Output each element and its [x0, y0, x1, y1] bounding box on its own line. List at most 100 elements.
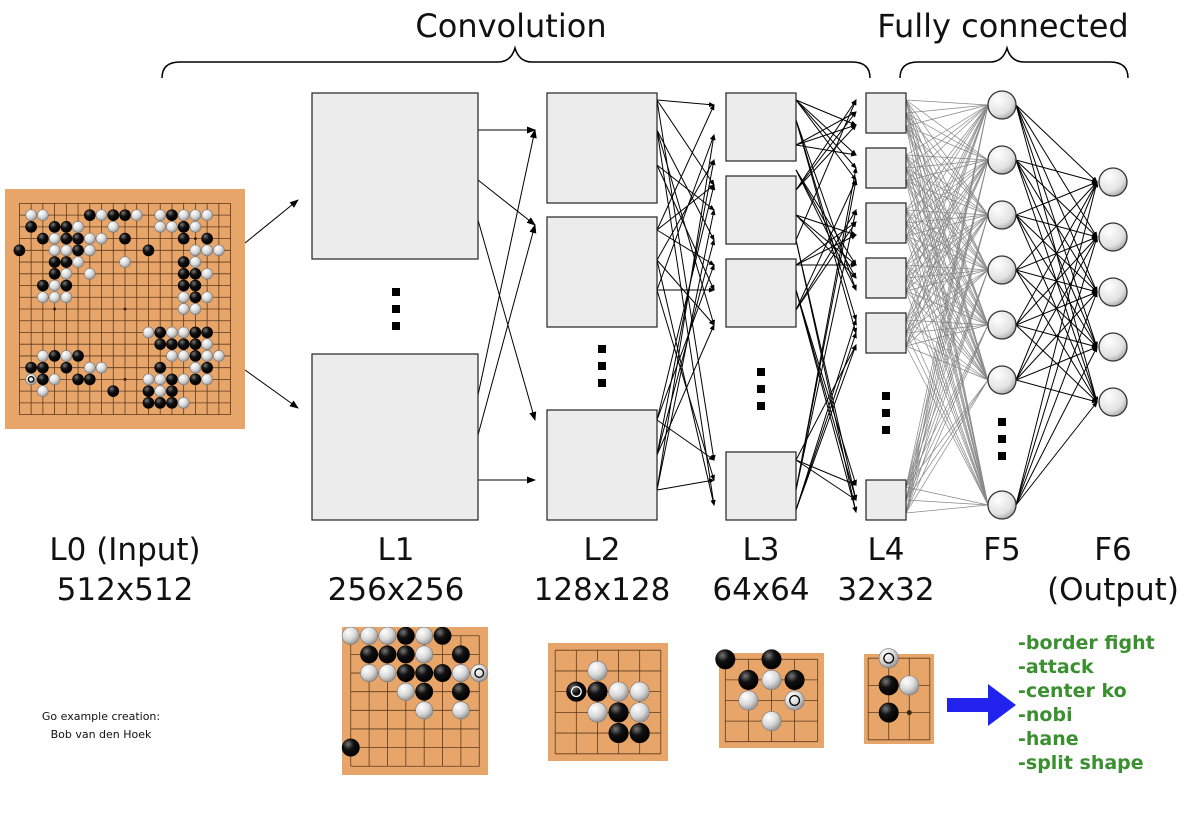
- fc-connection: [1015, 346, 1098, 506]
- feature-item: -border fight: [1018, 632, 1155, 654]
- white-stone: [166, 326, 178, 339]
- black-stone: [48, 267, 61, 280]
- conv-connection: [795, 344, 857, 511]
- fc-connection: [905, 324, 989, 501]
- l1-feature-map: [311, 353, 479, 521]
- white-stone: [451, 701, 470, 720]
- white-stone: [166, 350, 178, 362]
- fc-connection: [905, 290, 989, 506]
- fc-connection: [905, 486, 989, 506]
- last-move-marker: [789, 695, 801, 706]
- white-stone: [378, 626, 397, 645]
- layer-f6-name: F6: [1094, 532, 1132, 568]
- black-stone: [189, 350, 202, 362]
- fc-connection: [1015, 181, 1098, 326]
- fc-connection: [1015, 401, 1098, 506]
- fully-connected-brace: [899, 45, 1129, 79]
- white-stone: [470, 664, 489, 682]
- fc-connection: [905, 269, 989, 501]
- last-move-marker: [883, 652, 895, 664]
- black-stone: [451, 645, 470, 664]
- conv-connection: [656, 129, 715, 241]
- white-stone: [166, 221, 178, 233]
- fc-connection: [905, 104, 989, 266]
- conv-connection: [795, 169, 857, 266]
- fc-connection: [905, 214, 989, 347]
- f6-neuron: [1098, 332, 1128, 362]
- black-stone: [107, 209, 120, 221]
- white-stone: [48, 232, 61, 245]
- white-stone: [341, 626, 360, 645]
- conv-connection: [795, 99, 857, 181]
- white-stone: [177, 291, 190, 304]
- black-stone: [433, 664, 452, 682]
- white-stone: [587, 660, 608, 681]
- black-stone: [177, 267, 190, 280]
- conv-connection: [795, 332, 857, 511]
- conv-connection: [656, 99, 716, 461]
- black-stone: [60, 279, 73, 292]
- black-stone: [189, 267, 202, 280]
- fc-connection: [905, 104, 989, 114]
- fc-connection: [905, 159, 989, 347]
- black-stone: [119, 209, 131, 221]
- fc-connection: [1015, 181, 1098, 271]
- layer-f6-size: (Output): [1047, 572, 1179, 608]
- f6-neuron: [1098, 387, 1128, 417]
- black-stone: [154, 361, 167, 374]
- conv-connection: [477, 129, 537, 396]
- l3-ellipsis-dot: [757, 402, 765, 410]
- white-stone: [83, 267, 96, 280]
- l4-feature-map: [865, 147, 907, 189]
- l2-ellipsis-dot: [598, 362, 606, 370]
- black-stone: [784, 669, 805, 690]
- white-stone: [25, 373, 37, 386]
- white-stone: [37, 350, 49, 362]
- go-board-examples: [5, 189, 934, 775]
- white-stone: [177, 303, 190, 315]
- fc-connection: [1015, 181, 1098, 381]
- credit-line-1: Go example creation:: [42, 710, 160, 723]
- black-stone: [566, 681, 587, 702]
- f5-neuron: [987, 365, 1017, 395]
- conv-connection: [795, 459, 857, 486]
- white-stone: [784, 690, 805, 711]
- board-star-point: [53, 307, 57, 311]
- black-stone: [72, 373, 84, 386]
- black-stone: [189, 291, 202, 304]
- black-stone: [878, 702, 899, 723]
- black-stone: [177, 256, 190, 268]
- white-stone: [201, 244, 213, 257]
- white-stone: [189, 221, 202, 233]
- black-stone: [177, 338, 190, 351]
- black-stone: [396, 664, 415, 682]
- black-stone: [629, 723, 650, 744]
- f6-neuron: [1098, 167, 1128, 197]
- l4-feature-map: [865, 312, 907, 354]
- black-stone: [72, 244, 84, 257]
- black-stone: [83, 209, 96, 221]
- white-stone: [177, 209, 190, 221]
- l4-feature-map: [865, 202, 907, 244]
- conv-connection: [244, 369, 299, 409]
- black-stone: [189, 338, 202, 351]
- white-stone: [189, 256, 202, 268]
- black-stone: [166, 385, 178, 397]
- fc-connection: [905, 379, 989, 514]
- black-stone: [177, 221, 190, 233]
- fc-connection: [1015, 159, 1098, 184]
- fc-connection: [905, 104, 989, 501]
- last-move-marker: [474, 668, 485, 679]
- l2-feature-map: [546, 216, 658, 328]
- fc-connection: [905, 180, 989, 506]
- black-stone: [360, 645, 379, 664]
- black-stone: [60, 361, 73, 374]
- white-stone: [177, 326, 190, 339]
- white-stone: [142, 373, 155, 386]
- l4-go-board: [864, 648, 934, 744]
- conv-connection: [656, 134, 716, 491]
- conv-connection: [656, 164, 715, 211]
- white-stone: [83, 361, 96, 374]
- conv-connection: [795, 99, 857, 241]
- black-stone: [166, 338, 178, 351]
